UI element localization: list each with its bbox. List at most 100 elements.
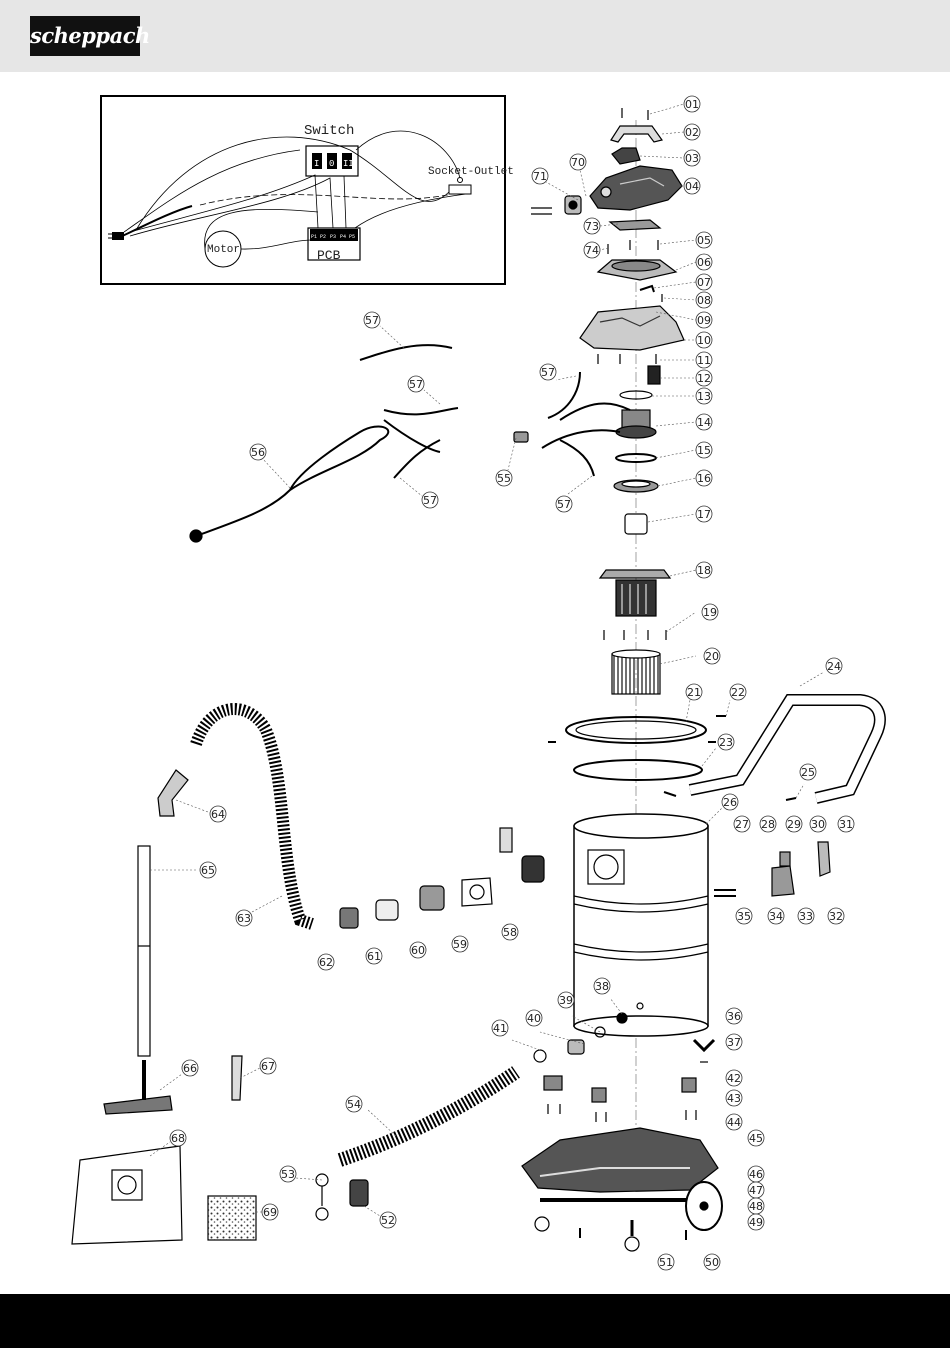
callout-57e: 57 — [556, 496, 572, 512]
callout-48: 48 — [748, 1198, 764, 1214]
switch-label: Switch — [304, 123, 354, 139]
part-number: 40 — [527, 1012, 541, 1025]
callout-19: 19 — [702, 604, 718, 620]
part-number: 71 — [533, 170, 547, 183]
part-number: 21 — [687, 686, 701, 699]
part-number: 57 — [409, 378, 423, 391]
part-number: 37 — [727, 1036, 741, 1049]
callout-18: 18 — [696, 562, 712, 578]
part-number: 13 — [697, 390, 711, 403]
part-number: 57 — [365, 314, 379, 327]
part-number: 42 — [727, 1072, 741, 1085]
socket-outlet-label: Socket-Outlet — [428, 166, 514, 178]
part-number: 31 — [839, 818, 853, 831]
part-number: 38 — [595, 980, 609, 993]
callout-44: 44 — [726, 1114, 742, 1130]
part-number: 36 — [727, 1010, 741, 1023]
callout-42: 42 — [726, 1070, 742, 1086]
pcb-pin: P1 — [311, 234, 317, 240]
switch-terminal: I — [314, 159, 319, 169]
part-number: 08 — [697, 294, 711, 307]
callout-65: 65 — [200, 862, 216, 878]
pcb-pin: P3 — [330, 234, 336, 240]
callout-55: 55 — [496, 470, 512, 486]
part-number: 60 — [411, 944, 425, 957]
part-number: 19 — [703, 606, 717, 619]
callout-25: 25 — [800, 764, 816, 780]
callout-16: 16 — [696, 470, 712, 486]
callout-47: 47 — [748, 1182, 764, 1198]
part-number: 10 — [697, 334, 711, 347]
callout-01: 01 — [684, 96, 700, 112]
part-number: 43 — [727, 1092, 741, 1105]
part-number: 17 — [697, 508, 711, 521]
part-number: 59 — [453, 938, 467, 951]
callout-14: 14 — [696, 414, 712, 430]
callout-43: 43 — [726, 1090, 742, 1106]
callout-38: 38 — [594, 978, 610, 994]
callout-50: 50 — [704, 1254, 720, 1270]
part-number: 04 — [685, 180, 699, 193]
page-footer — [0, 1294, 950, 1348]
part-number: 45 — [749, 1132, 763, 1145]
callout-17: 17 — [696, 506, 712, 522]
callout-51: 51 — [658, 1254, 674, 1270]
callout-07: 07 — [696, 274, 712, 290]
part-number: 06 — [697, 256, 711, 269]
callout-02: 02 — [684, 124, 700, 140]
callout-23: 23 — [718, 734, 734, 750]
callout-27: 27 — [734, 816, 750, 832]
part-number: 22 — [731, 686, 745, 699]
callout-71: 71 — [532, 168, 548, 184]
socket-box — [449, 185, 471, 194]
part-number: 15 — [697, 444, 711, 457]
part-number: 27 — [735, 818, 749, 831]
part-number: 49 — [749, 1216, 763, 1229]
callout-62: 62 — [318, 954, 334, 970]
pcb-pin: P4 — [340, 234, 346, 240]
callout-12: 12 — [696, 370, 712, 386]
callout-74: 74 — [584, 242, 600, 258]
callout-67: 67 — [260, 1058, 276, 1074]
callout-39: 39 — [558, 992, 574, 1008]
part-number: 20 — [705, 650, 719, 663]
switch-terminal: II — [343, 159, 354, 169]
part-number: 02 — [685, 126, 699, 139]
callout-63: 63 — [236, 910, 252, 926]
part-number: 68 — [171, 1132, 185, 1145]
part-number: 55 — [497, 472, 511, 485]
part-number: 34 — [769, 910, 783, 923]
callout-30: 30 — [810, 816, 826, 832]
part-number: 18 — [697, 564, 711, 577]
callout-31: 31 — [838, 816, 854, 832]
callout-05: 05 — [696, 232, 712, 248]
part-number: 03 — [685, 152, 699, 165]
callout-33: 33 — [798, 908, 814, 924]
part-number: 64 — [211, 808, 225, 821]
callout-10: 10 — [696, 332, 712, 348]
part-number: 51 — [659, 1256, 673, 1269]
part-number: 74 — [585, 244, 599, 257]
callout-49: 49 — [748, 1214, 764, 1230]
callout-03: 03 — [684, 150, 700, 166]
part-number: 09 — [697, 314, 711, 327]
pcb-pin: P5 — [349, 234, 355, 240]
callout-34: 34 — [768, 908, 784, 924]
callout-57b: 57 — [408, 376, 424, 392]
part-number: 52 — [381, 1214, 395, 1227]
part-number: 14 — [697, 416, 711, 429]
pcb-label: PCB — [317, 248, 341, 263]
part-number: 57 — [541, 366, 555, 379]
switch-terminal: 0 — [329, 159, 334, 169]
callout-21: 21 — [686, 684, 702, 700]
callout-22: 22 — [730, 684, 746, 700]
part-number: 25 — [801, 766, 815, 779]
callout-64: 64 — [210, 806, 226, 822]
part-number: 23 — [719, 736, 733, 749]
part-number: 57 — [423, 494, 437, 507]
part-number: 05 — [697, 234, 711, 247]
callout-61: 61 — [366, 948, 382, 964]
pcb-pin: P2 — [320, 234, 326, 240]
callout-36: 36 — [726, 1008, 742, 1024]
callout-09: 09 — [696, 312, 712, 328]
